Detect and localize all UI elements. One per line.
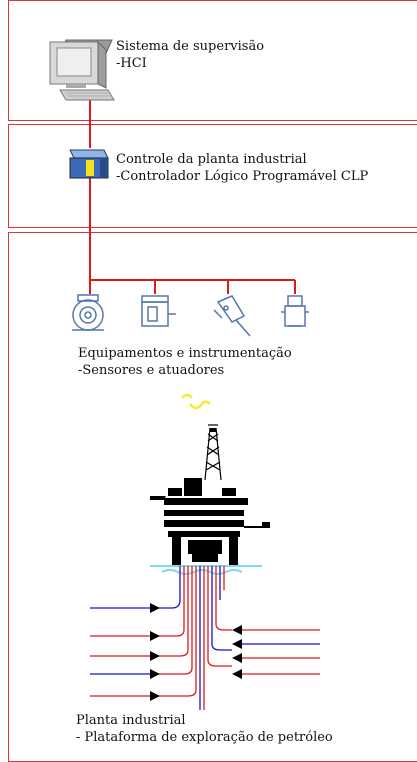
network-connector-lines — [89, 100, 296, 294]
control-valve-icon — [281, 295, 309, 327]
plc-controller-icon — [69, 149, 109, 179]
inflow-arrows-left — [150, 603, 160, 701]
inflow-lines-left — [90, 607, 150, 697]
supervision-level-panel — [8, 0, 417, 121]
plant-subtitle: - Plataforma de exploração de petróleo — [76, 730, 333, 745]
control-level-panel — [8, 124, 417, 228]
sensor-transmitter-icon — [141, 295, 176, 327]
well-risers — [150, 566, 232, 710]
plant-title: Planta industrial — [76, 713, 186, 728]
computer-workstation-icon — [49, 39, 115, 101]
pump-icon — [72, 294, 104, 331]
control-subtitle: -Controlador Lógico Programável CLP — [116, 169, 369, 184]
supervision-subtitle: -HCI — [116, 56, 147, 71]
inflow-lines-right — [242, 629, 320, 675]
sea-surface — [150, 565, 262, 575]
control-title: Controle da planta industrial — [116, 152, 307, 167]
flare-flame-icon — [181, 393, 211, 410]
inflow-arrows-right — [232, 625, 242, 679]
oil-platform-icon — [150, 424, 270, 565]
field-subtitle: -Sensores e atuadores — [78, 363, 225, 378]
actuator-valve-icon — [213, 295, 251, 337]
supervision-title: Sistema de supervisão — [116, 39, 265, 54]
field-title: Equipamentos e instrumentação — [78, 346, 292, 361]
